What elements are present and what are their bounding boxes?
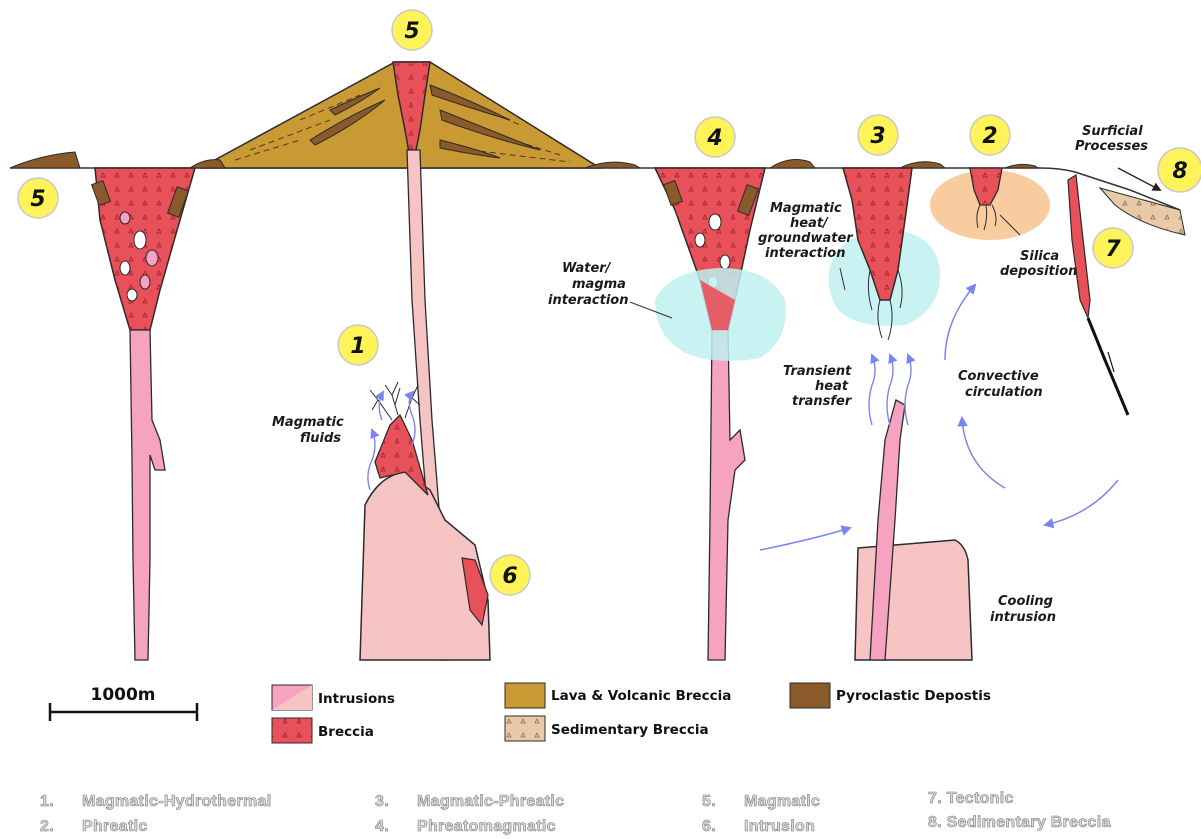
fault-breccia — [1068, 175, 1090, 318]
badge-5-left: 5 — [18, 178, 58, 218]
svg-text:7: 7 — [1105, 237, 1121, 262]
badge-6: 6 — [490, 555, 530, 595]
svg-text:1: 1 — [350, 334, 365, 359]
svg-text:4: 4 — [706, 126, 722, 151]
svg-text:Pyroclastic Depostis: Pyroclastic Depostis — [836, 688, 991, 704]
legend-intrusions: Intrusions — [272, 685, 395, 710]
svg-text:3: 3 — [870, 124, 885, 149]
key-item-2: 2.Phreatic — [40, 818, 148, 836]
surficial-arrow — [1118, 168, 1160, 190]
pipe-4-intrusion-dike — [708, 330, 745, 660]
legend-sedimentary: Sedimentary Breccia — [505, 716, 709, 741]
convective-circulation-arrows — [760, 285, 1118, 550]
breccia-1-fractures — [370, 382, 420, 420]
left-intrusion-dike — [130, 330, 165, 660]
badge-3: 3 — [858, 115, 898, 155]
badge-7: 7 — [1093, 228, 1133, 268]
legend-breccia: Breccia — [272, 718, 374, 743]
key-item-8: 8. Sedimentary Breccia — [928, 814, 1111, 832]
scale-bar: 1000m — [50, 685, 197, 721]
svg-text:1000m: 1000m — [90, 685, 155, 705]
key-item-3: 3.Magmatic-Phreatic — [375, 793, 564, 811]
badge-1: 1 — [338, 325, 378, 365]
svg-text:6: 6 — [502, 564, 517, 589]
legend-lava: Lava & Volcanic Breccia — [505, 683, 731, 708]
transient-heat-arrows — [869, 355, 911, 425]
svg-text:Lava & Volcanic Breccia: Lava & Volcanic Breccia — [551, 688, 731, 704]
svg-text:5: 5 — [30, 187, 45, 212]
svg-text:Breccia: Breccia — [318, 724, 374, 740]
fault-line — [1088, 318, 1128, 415]
svg-text:Intrusions: Intrusions — [318, 691, 395, 707]
legend: Intrusions Breccia Lava & Volcanic Brecc… — [272, 683, 991, 743]
svg-text:8: 8 — [1172, 159, 1187, 184]
key-item-6: 6.Intrusion — [702, 818, 815, 836]
key-item-4: 4.Phreatomagmatic — [375, 818, 556, 836]
badge-8: 8 — [1158, 148, 1201, 192]
badge-5-top: 5 — [392, 10, 432, 50]
badge-2: 2 — [970, 115, 1010, 155]
key-item-5: 5.Magmatic — [702, 793, 820, 811]
legend-pyroclastic: Pyroclastic Depostis — [790, 683, 991, 708]
svg-text:2: 2 — [982, 124, 997, 149]
svg-text:5: 5 — [404, 19, 419, 44]
badge-4: 4 — [695, 117, 735, 157]
key-item-1: 1.Magmatic-Hydrothermal — [40, 793, 271, 811]
svg-text:Sedimentary Breccia: Sedimentary Breccia — [551, 722, 709, 738]
key-item-7: 7. Tectonic — [928, 790, 1014, 808]
